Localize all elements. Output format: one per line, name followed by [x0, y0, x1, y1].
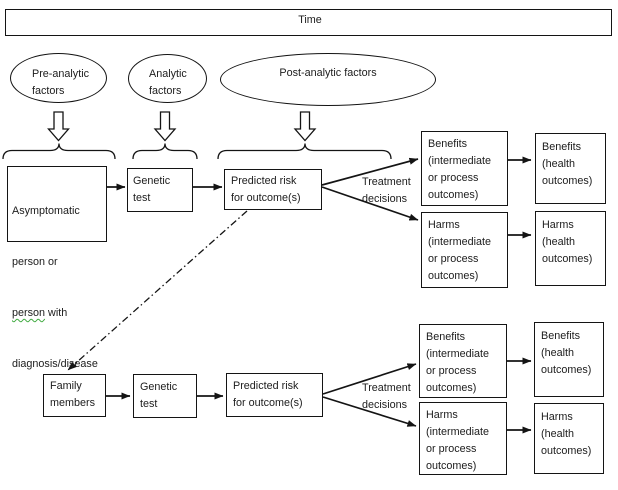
benefits-health-box-2: Benefits (health outcomes): [534, 322, 604, 397]
arrow-risk-to-harms: [321, 186, 419, 221]
arrow-risk-to-benefits: [321, 157, 419, 186]
predicted-risk-box: Predicted risk for outcome(s): [224, 169, 322, 210]
time-bar: [5, 9, 612, 36]
spellcheck-flagged-word: person: [12, 307, 46, 319]
oval-post-analytic-factors: Post-analytic factors: [220, 53, 436, 106]
population-line: person or: [12, 256, 58, 268]
harms-health-box: Harms (health outcomes): [535, 211, 606, 286]
population-box: Asymptomatic person or person with diagn…: [7, 166, 107, 370]
arrow-risk-to-benefits-2: [322, 363, 417, 395]
brace-pre-analytic: [2, 143, 116, 160]
benefits-intermediate-box: Benefits (intermediate or process outcom…: [421, 131, 508, 206]
down-block-arrow-analytic: [153, 111, 177, 142]
predicted-risk-box-2: Predicted risk for outcome(s): [226, 373, 323, 417]
population-line: diagnosis/disease: [12, 358, 98, 370]
benefits-health-box: Benefits (health outcomes): [535, 133, 606, 204]
oval-analytic-factors: Analytic factors: [128, 54, 207, 103]
braces: [2, 143, 392, 160]
time-label: Time: [298, 14, 322, 26]
arrow-risk-to-harms-2: [322, 396, 417, 427]
treatment-decisions-label: Treatment decisions: [362, 176, 411, 205]
family-members-box: Family members: [43, 374, 106, 417]
harms-intermediate-box: Harms (intermediate or process outcomes): [421, 212, 508, 288]
row2-connectors: [106, 357, 532, 434]
dashed-referral-arrow: [67, 210, 248, 371]
genetic-test-box-2: Genetic test: [133, 374, 197, 418]
population-line: Asymptomatic: [12, 205, 80, 217]
brace-post-analytic: [217, 143, 392, 160]
row1-connectors: [107, 156, 532, 239]
down-block-arrow-post-analytic: [293, 111, 317, 142]
genetic-test-box: Genetic test: [127, 168, 193, 212]
benefits-intermediate-box-2: Benefits (intermediate or process outcom…: [419, 324, 507, 398]
down-block-arrow-pre-analytic: [47, 111, 70, 142]
oval-pre-analytic-factors: Pre-analytic factors: [10, 53, 107, 103]
population-line: person with: [12, 307, 68, 319]
brace-analytic: [132, 143, 198, 160]
harms-health-box-2: Harms (health outcomes): [534, 403, 604, 474]
block-arrows: [47, 111, 317, 142]
harms-intermediate-box-2: Harms (intermediate or process outcomes): [419, 402, 507, 475]
treatment-decisions-label-2: Treatment decisions: [362, 382, 411, 411]
